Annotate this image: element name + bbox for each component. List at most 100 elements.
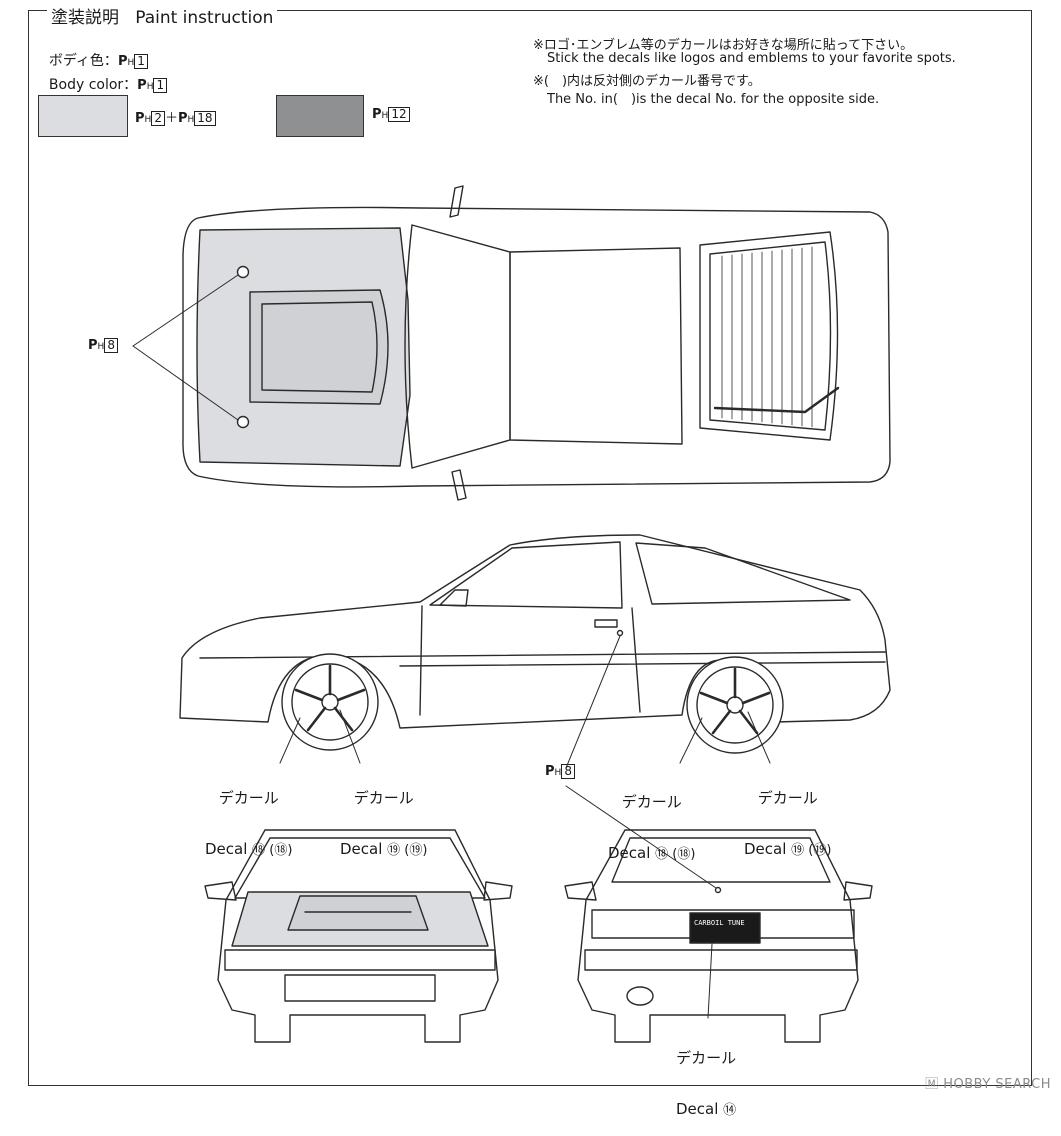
paint-prefix: P <box>135 111 145 126</box>
decal-number: ⑲ (⑲) <box>387 843 428 858</box>
rear-view-mirror-right <box>843 881 873 901</box>
paint-sub: H <box>97 342 105 352</box>
top-view-windshield <box>404 224 511 469</box>
leader-side-paint <box>565 635 621 769</box>
side-view-rear-window <box>635 542 851 605</box>
decal-number: ⑲ (⑲) <box>791 843 832 858</box>
rear-view-exhaust <box>626 986 654 1006</box>
decal-number: ⑱ (⑱) <box>655 847 696 862</box>
paint-code-box: 1 <box>153 78 168 93</box>
decal-ja: デカール <box>676 1049 737 1067</box>
decal-en-row: Decal ⑱ (⑱) <box>205 841 292 859</box>
rear-view-bumper <box>584 949 858 971</box>
note-line-1: ※ロゴ･エンブレム等のデカールはお好きな場所に貼って下さい。 <box>533 38 914 53</box>
decal-en-row: Decal ⑱ (⑱) <box>608 845 695 863</box>
decal-ja: デカール <box>218 789 279 807</box>
paint-code-box: 18 <box>194 111 216 126</box>
paint-code-box: 2 <box>151 111 165 126</box>
decal-ja: デカール <box>621 793 682 811</box>
side-view-stripe <box>399 661 886 667</box>
top-view <box>132 185 891 501</box>
paint-sub: H <box>146 82 154 92</box>
leader-rear-paint <box>565 785 717 889</box>
paint-sub: H <box>554 768 562 778</box>
front-view-hood-scoop <box>287 895 429 931</box>
note-line-2: Stick the decals like logos and emblems … <box>547 51 956 66</box>
paint-prefix: P <box>88 338 98 353</box>
side-view-door <box>419 605 641 716</box>
swatch-dark-grey <box>276 95 364 137</box>
decal-en: Decal <box>205 840 248 858</box>
rear-view-mirror-left <box>564 881 597 901</box>
note-line-4: The No. in( )is the decal No. for the op… <box>547 92 880 107</box>
leader-front-wheel-center <box>339 709 361 764</box>
paint-prefix: P <box>372 107 382 122</box>
rear-view-rear-window <box>611 837 831 883</box>
diagram-frame: 塗装説明 Paint instruction <box>28 3 1032 1086</box>
rear-view <box>564 785 873 1043</box>
paint-prefix: P <box>545 764 555 779</box>
side-view-callout-point <box>616 629 624 637</box>
license-plate-text: CARBOIL TUNE <box>694 919 745 927</box>
page-title: 塗装説明 Paint instruction <box>47 3 278 28</box>
decal-number: ⑭ <box>723 1103 737 1118</box>
side-view-mirror <box>439 589 469 607</box>
decal-en-row: Decal ⑲ (⑲) <box>744 841 831 859</box>
decal-en-row: Decal ⑭ <box>676 1101 736 1119</box>
top-view-rear-glass-frame <box>699 231 839 441</box>
top-view-mirror-left <box>449 185 464 218</box>
decal-label-front-center: デカール Decal ⑲ (⑲) <box>340 756 427 876</box>
side-view-door-handle <box>594 619 618 628</box>
paint-sub: H <box>144 115 152 125</box>
paint-code-box: 12 <box>388 107 410 122</box>
paint-code-box: 8 <box>104 338 118 353</box>
watermark: 🄼 HOBBY SEARCH <box>925 1077 1051 1092</box>
decal-ja: デカール <box>757 789 818 807</box>
top-view-callout-point-2 <box>236 415 250 429</box>
car-drawings <box>132 185 891 1043</box>
leader-rear-wheel-center <box>747 711 771 764</box>
decal-ja: デカール <box>353 789 414 807</box>
swatch-light-grey <box>38 95 128 137</box>
decal-en: Decal <box>340 840 383 858</box>
decal-label-front-rim: デカール Decal ⑱ (⑱) <box>205 756 292 876</box>
leader-rear-plate-decal <box>707 943 713 1019</box>
side-view-front-wheel <box>281 653 379 751</box>
body-color-ja-label: ボディ色： <box>48 53 118 69</box>
paint-code-box: 1 <box>134 54 148 69</box>
front-view-mirror-right <box>483 881 513 901</box>
top-view-roof <box>509 247 683 445</box>
decal-number: ⑱ (⑱) <box>252 843 293 858</box>
top-view-callout-point-1 <box>236 265 250 279</box>
body-color-en-label: Body color： <box>48 77 138 93</box>
paint-prefix: P <box>117 54 128 69</box>
leader-front-wheel-rim <box>279 717 301 764</box>
side-view-rear-wheel <box>686 656 784 754</box>
side-view-windows <box>429 541 623 609</box>
front-view-bumper <box>224 949 496 971</box>
paint-sub: H <box>127 58 135 68</box>
top-view-leader-1 <box>132 274 239 347</box>
side-view-beltline <box>199 651 886 659</box>
plus-sign: ＋ <box>164 111 178 126</box>
top-view-hood-scoop-inner <box>261 301 378 393</box>
note-line-3: ※( )内は反対側のデカール番号です。 <box>533 74 761 89</box>
decal-label-rear-rim: デカール Decal ⑱ (⑱) <box>608 760 695 880</box>
rear-view-body <box>577 829 859 1043</box>
rear-defroster-lines <box>721 246 813 428</box>
top-view-rear-glass <box>709 241 832 431</box>
decal-label-rear-plate: デカール Decal ⑭ <box>676 1016 736 1136</box>
front-view-windshield <box>234 837 486 899</box>
paint-sub: H <box>187 115 195 125</box>
decal-en: Decal <box>676 1100 719 1118</box>
decal-en: Decal <box>744 840 787 858</box>
rear-wiper <box>713 386 840 414</box>
